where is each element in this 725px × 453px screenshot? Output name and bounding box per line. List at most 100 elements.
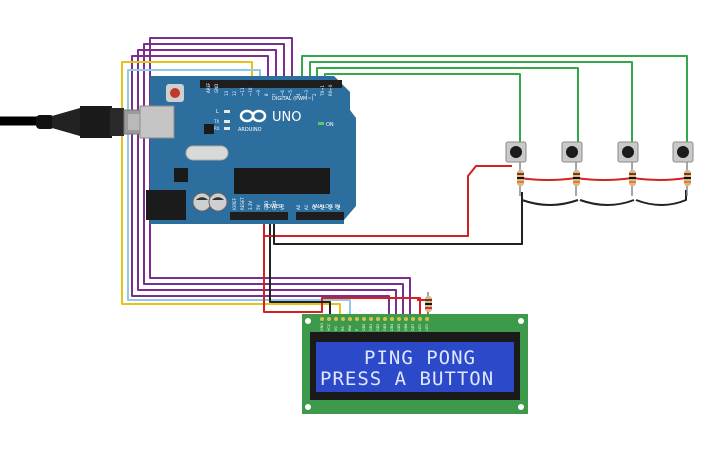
- on-led: [318, 122, 324, 125]
- lcd-pin[interactable]: [376, 317, 380, 321]
- wire-cyan[interactable]: [127, 69, 351, 318]
- power-pin-label: GND: [264, 201, 269, 210]
- lcd-pin-label: RW: [348, 325, 352, 331]
- lcd-screen: [316, 342, 514, 392]
- wire-green-2[interactable]: [309, 61, 633, 146]
- digital-pin-label: 12: [232, 90, 237, 96]
- digital-pin-label: ~5: [288, 90, 293, 96]
- wire-green-3[interactable]: [316, 67, 579, 146]
- lcd-pin[interactable]: [327, 317, 331, 321]
- power-pin-label: GND: [272, 201, 277, 210]
- button-1[interactable]: [505, 141, 527, 196]
- lcd-pin-label: VCC: [327, 323, 331, 331]
- lcd-pin-label: DB1: [369, 324, 373, 331]
- analog-pin-label: A5: [336, 204, 341, 210]
- digital-header: [200, 80, 342, 88]
- power-pin-label: IOREF: [232, 197, 237, 210]
- lcd-pin-label: DB4: [390, 323, 394, 331]
- lcd-pin[interactable]: [334, 317, 338, 321]
- lcd-pin[interactable]: [369, 317, 373, 321]
- lcd-pin-label: DB2: [376, 324, 380, 331]
- digital-pin-label: ~9: [256, 90, 261, 96]
- wire-red-lcd[interactable]: [263, 222, 421, 318]
- power-header: [230, 212, 288, 220]
- lcd-pin[interactable]: [390, 317, 394, 321]
- button-cap[interactable]: [622, 146, 634, 158]
- wire-black-lcd[interactable]: [269, 222, 331, 318]
- arduino-uno-board[interactable]: UNO ARDUINO DIGITAL (PWM~) POWER ANALOG …: [139, 76, 356, 224]
- analog-pin-label: A3: [320, 204, 325, 210]
- l-led: [224, 110, 230, 113]
- capacitor-1: [192, 192, 212, 212]
- lcd-pin[interactable]: [362, 317, 366, 321]
- lcd-pin[interactable]: [320, 317, 324, 321]
- lcd-pin[interactable]: [383, 317, 387, 321]
- usb-port: [139, 105, 175, 139]
- digital-pin-label: 8: [264, 93, 269, 96]
- wire-yellow[interactable]: [121, 61, 341, 318]
- lcd-pin-label: LED: [425, 324, 429, 331]
- digital-pin-label: 2: [312, 93, 317, 96]
- gnd-label: GND: [214, 84, 219, 93]
- digital-pin-label: RX←0: [328, 84, 333, 96]
- lcd-resistor: [425, 292, 432, 318]
- lcd-pin-label: DB3: [383, 324, 387, 331]
- capacitor-2: [208, 192, 228, 212]
- lcd-pin[interactable]: [425, 317, 429, 321]
- analog-pin-label: A0: [296, 204, 301, 210]
- power-pin-label: Vin: [280, 203, 285, 210]
- digital-pin-label: ~11: [240, 87, 245, 96]
- atmega-chip: [234, 168, 330, 194]
- lcd-pin-label: DB6: [404, 324, 408, 331]
- wire-black-buttons[interactable]: [273, 190, 687, 245]
- brand-label: ARDUINO: [238, 127, 262, 133]
- power-pin-label: RESET: [240, 197, 245, 210]
- lcd-pin[interactable]: [418, 317, 422, 321]
- pulldown-resistor: [573, 162, 580, 196]
- button-4[interactable]: [672, 141, 694, 196]
- button-cap[interactable]: [510, 146, 522, 158]
- wire-purple-3[interactable]: [137, 49, 397, 318]
- wire-red-buttons[interactable]: [263, 165, 687, 237]
- lcd-pin[interactable]: [411, 317, 415, 321]
- lcd-pin-label: DB5: [397, 324, 401, 331]
- lcd-pin[interactable]: [341, 317, 345, 321]
- reset-button-cap[interactable]: [170, 88, 180, 98]
- digital-pin-label: 4: [296, 93, 301, 96]
- button-2[interactable]: [561, 141, 583, 196]
- lcd-pin[interactable]: [348, 317, 352, 321]
- digital-pin-label: TX→1: [320, 84, 325, 97]
- digital-pin-label: ~3: [304, 90, 309, 96]
- button-3[interactable]: [617, 141, 639, 196]
- digital-pin-label: 7: [272, 93, 277, 96]
- digital-label: DIGITAL (PWM~): [272, 96, 314, 102]
- button-cap[interactable]: [566, 146, 578, 158]
- lcd-pin-label: GND: [320, 323, 324, 331]
- pulldown-resistor: [517, 162, 524, 196]
- tx-label: TX: [213, 119, 219, 124]
- usb-cable[interactable]: [0, 106, 155, 138]
- digital-pin-label: 13: [224, 90, 229, 96]
- digital-pin-label: ~10: [248, 87, 253, 96]
- rx-led: [224, 127, 230, 130]
- wire-green-1[interactable]: [301, 55, 688, 146]
- lcd-pin[interactable]: [397, 317, 401, 321]
- lcd-pin[interactable]: [355, 317, 359, 321]
- button-cap[interactable]: [677, 146, 689, 158]
- wire-purple-4[interactable]: [131, 55, 390, 318]
- wire-purple-2[interactable]: [143, 43, 404, 318]
- aref-label: AREF: [206, 82, 211, 93]
- analog-pin-label: A4: [328, 204, 333, 210]
- lcd-pin[interactable]: [404, 317, 408, 321]
- power-pin-label: 3.3V: [248, 201, 253, 210]
- pulldown-resistor: [629, 162, 636, 196]
- power-pin-label: 5V: [256, 204, 261, 210]
- on-label: ON: [326, 122, 334, 128]
- lcd-pin-label: E: [355, 329, 359, 331]
- lcd-pin-label: DB7: [411, 324, 415, 331]
